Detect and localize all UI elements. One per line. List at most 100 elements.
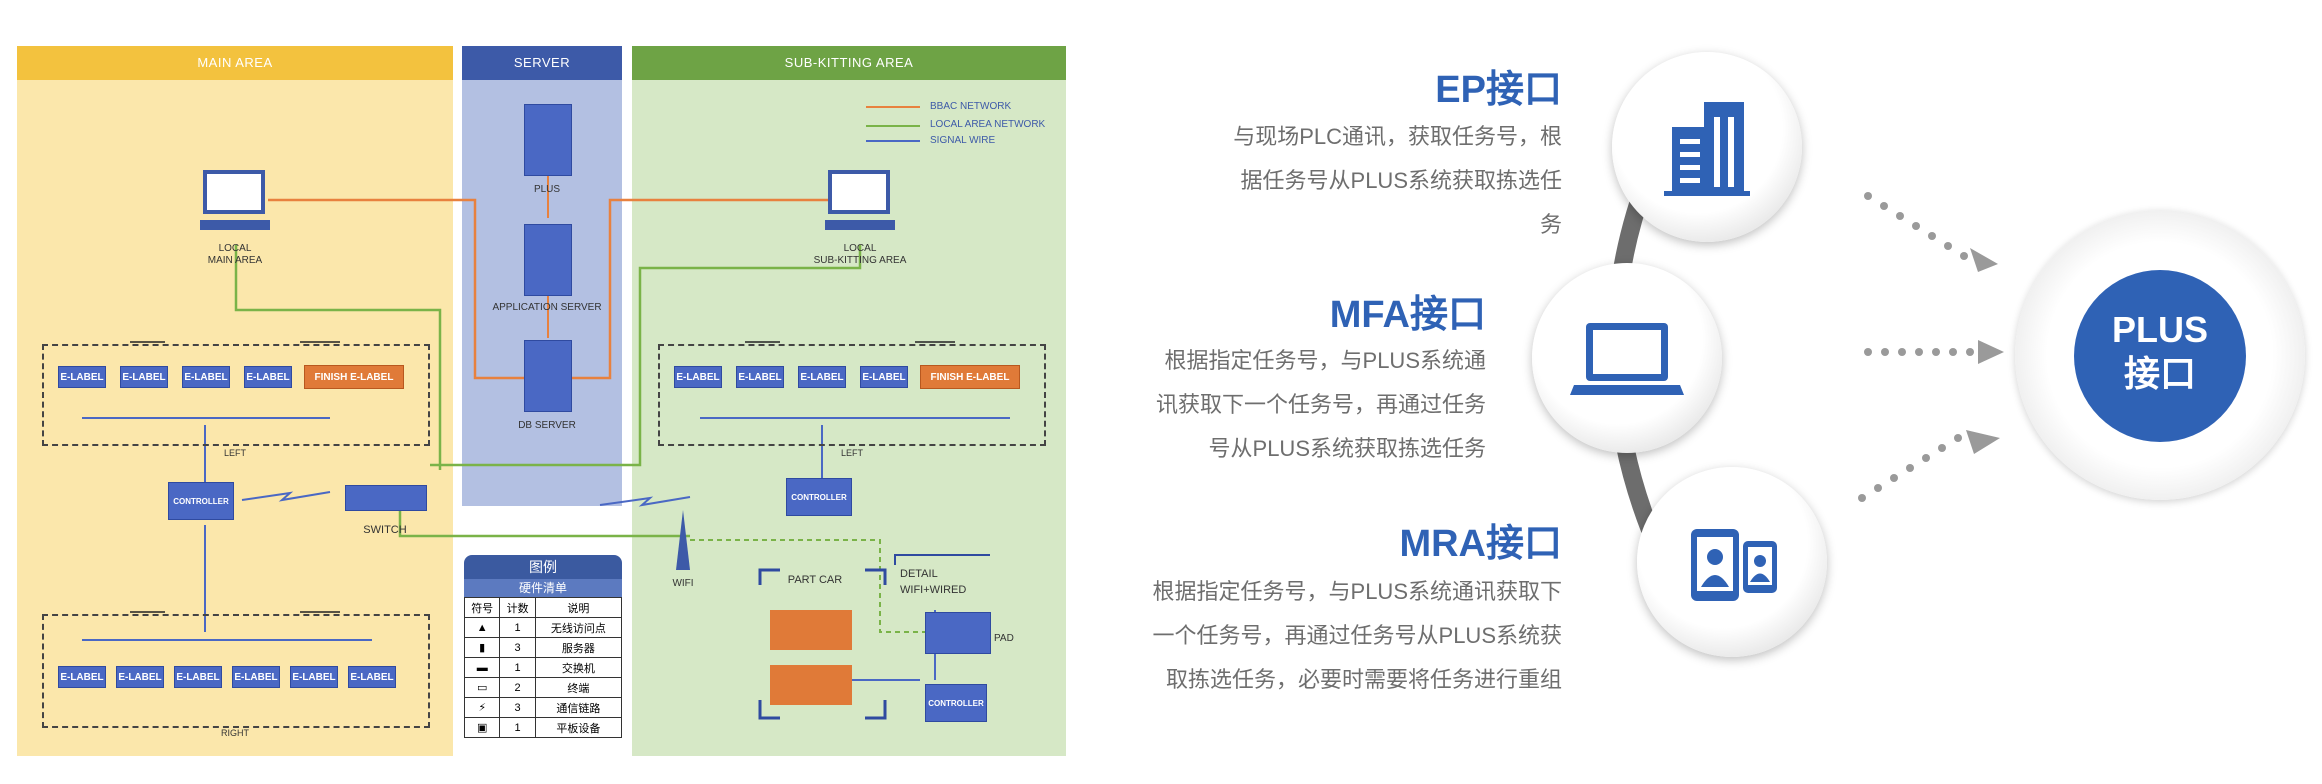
- legend-desc: 终端: [534, 677, 623, 698]
- legend-desc: 无线访问点: [534, 617, 623, 638]
- controller: CONTROLLER: [925, 684, 987, 722]
- legend-count: 3: [499, 697, 536, 718]
- finish-e-label: FINISH E-LABEL: [920, 365, 1020, 389]
- legend-desc: 通信链路: [534, 697, 623, 718]
- finish-e-label: FINISH E-LABEL: [304, 365, 404, 389]
- right-label: RIGHT: [221, 728, 249, 738]
- local-main-label: LOCAL MAIN AREA: [207, 243, 263, 266]
- server-icon: ▮: [463, 637, 501, 658]
- e-label: E-LABEL: [674, 366, 722, 388]
- legend-lan: LOCAL AREA NETWORK: [930, 119, 1046, 130]
- link-icon: ⚡: [463, 697, 501, 718]
- e-label: E-LABEL: [58, 366, 106, 388]
- mra-desc-line: 根据指定任务号，与PLUS系统通讯获取下: [1152, 579, 1562, 604]
- mfa-desc-line: 讯获取下一个任务号，再通过任务: [1155, 392, 1486, 417]
- legend-count: 1: [499, 617, 536, 638]
- monitor-icon: [828, 170, 890, 214]
- keyboard-icon: [200, 220, 270, 230]
- mfa-circle: [1532, 263, 1722, 453]
- legend-count: 1: [499, 717, 536, 738]
- sub-kitting-header: SUB-KITTING AREA: [632, 46, 1066, 80]
- ep-title: EP接口: [1435, 69, 1562, 111]
- main-left-group: [42, 344, 430, 446]
- e-label: E-LABEL: [174, 666, 222, 688]
- server-label-app: APPLICATION SERVER: [492, 302, 602, 313]
- server-label-plus: PLUS: [533, 184, 561, 195]
- keyboard-icon: [825, 220, 895, 230]
- e-label: E-LABEL: [860, 366, 908, 388]
- legend-desc: 服务器: [534, 637, 623, 658]
- mfa-title: MFA接口: [1329, 294, 1486, 336]
- switch-label: SWITCH: [363, 524, 407, 536]
- plus-interface: PLUS 接口: [2074, 270, 2246, 442]
- pad-label: PAD: [994, 633, 1014, 644]
- main-area-header: MAIN AREA: [17, 46, 453, 80]
- detail-label: DETAIL: [900, 568, 938, 580]
- monitor-icon: ▭: [463, 677, 501, 698]
- pad-icon: [925, 612, 991, 654]
- server-label-db: DB SERVER: [518, 420, 576, 431]
- e-label: E-LABEL: [348, 666, 396, 688]
- main-area-zone: MAIN AREA: [17, 46, 453, 756]
- legend-desc: 交换机: [534, 657, 623, 678]
- ep-desc-line: 务: [1539, 212, 1562, 237]
- e-label: E-LABEL: [244, 366, 292, 388]
- building-icon: [1664, 102, 1750, 196]
- part-car-shelf: [770, 665, 852, 705]
- server-icon: [524, 224, 572, 296]
- monitor-icon: [203, 170, 265, 214]
- e-label: E-LABEL: [798, 366, 846, 388]
- wifi-icon: ▲: [463, 617, 501, 638]
- legend-header: 说明: [534, 597, 623, 618]
- ep-desc-line: 与现场PLC通讯，获取任务号，根: [1233, 124, 1562, 149]
- tablet-icon: ▣: [463, 717, 501, 738]
- wifi-wired-label: WIFI+WIRED: [900, 584, 967, 596]
- sub-kitting-zone: SUB-KITTING AREA: [632, 46, 1066, 756]
- legend-title: 图例: [464, 555, 622, 579]
- server-icon: [524, 104, 572, 176]
- legend-bbac: BBAC NETWORK: [930, 101, 1012, 112]
- plus-label: PLUS: [2111, 309, 2208, 350]
- connection-lines: [82, 106, 1010, 720]
- legend-count: 1: [499, 657, 536, 678]
- mra-circle: [1637, 467, 1827, 657]
- part-car-label: PART CAR: [787, 574, 843, 586]
- mra-desc-line: 一个任务号，再通过任务号从PLUS系统获: [1152, 623, 1562, 648]
- network-diagram: MAIN AREA SERVER SUB-KITTING AREA: [0, 0, 1080, 784]
- local-sub-label: LOCAL SUB-KITTING AREA: [813, 243, 907, 266]
- controller: CONTROLLER: [786, 478, 852, 516]
- e-label: E-LABEL: [120, 366, 168, 388]
- left-label: LEFT: [223, 448, 246, 458]
- e-label: E-LABEL: [58, 666, 106, 688]
- wifi-label: WIFI: [672, 578, 694, 589]
- e-label: E-LABEL: [232, 666, 280, 688]
- sub-left-group: [658, 344, 1046, 446]
- e-label: E-LABEL: [182, 366, 230, 388]
- e-label: E-LABEL: [116, 666, 164, 688]
- legend-header: 计数: [499, 597, 536, 618]
- mfa-desc-line: 号从PLUS系统获取拣选任务: [1208, 436, 1486, 461]
- legend-desc: 平板设备: [534, 717, 623, 738]
- left-label: LEFT: [840, 448, 863, 458]
- e-label: E-LABEL: [290, 666, 338, 688]
- legend-count: 2: [499, 677, 536, 698]
- mra-desc-line: 取拣选任务，必要时需要将任务进行重组: [1165, 667, 1562, 692]
- mra-desc: 根据指定任务号，与PLUS系统通讯获取下 一个任务号，再通过任务号从PLUS系统…: [1000, 570, 1562, 702]
- controller: CONTROLLER: [168, 482, 234, 520]
- ep-desc-line: 据任务号从PLUS系统获取拣选任: [1240, 168, 1562, 193]
- mra-title: MRA接口: [1399, 523, 1562, 565]
- legend-count: 3: [499, 637, 536, 658]
- mfa-desc: 根据指定任务号，与PLUS系统通 讯获取下一个任务号，再通过任务 号从PLUS系…: [1050, 339, 1486, 471]
- server-header: SERVER: [462, 46, 622, 80]
- ep-desc: 与现场PLC通讯，获取任务号，根 据任务号从PLUS系统获取拣选任 务: [1100, 115, 1562, 247]
- part-car-shelf: [770, 610, 852, 650]
- server-icon: [524, 340, 572, 412]
